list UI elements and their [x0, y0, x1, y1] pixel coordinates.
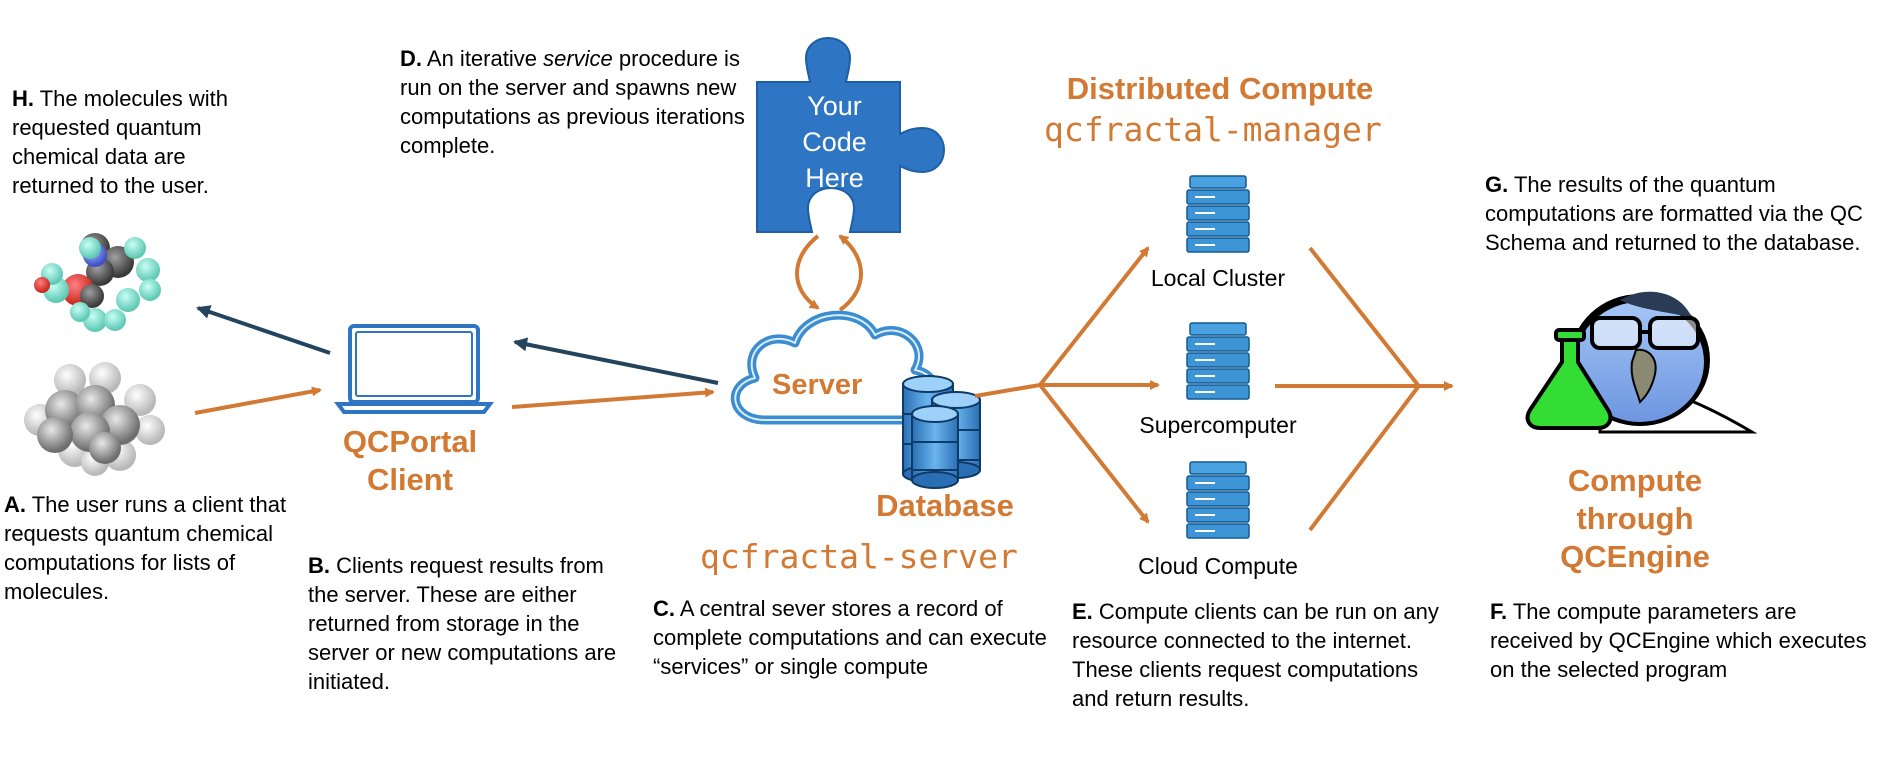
server-rack-icon	[1186, 461, 1250, 539]
return-to-user-arrow	[196, 305, 331, 355]
cloud-compute-label: Cloud Compute	[1138, 553, 1298, 579]
note-b: B. Clients request results from the serv…	[308, 553, 617, 694]
molecule-icon	[34, 233, 161, 332]
compute-through-qcengine-title: Compute through QCEngine	[1560, 463, 1710, 574]
server-rack-icon	[1186, 175, 1250, 253]
supercomputer-label: Supercomputer	[1139, 412, 1297, 438]
server-label: Server	[772, 369, 863, 401]
cloud-compute-to-engine-line	[1308, 385, 1420, 532]
qcportal-client-title: QCPortal Client	[342, 424, 478, 497]
return-to-client-arrow	[513, 337, 719, 385]
note-e: E. Compute clients can be run on any res…	[1072, 599, 1439, 711]
puzzle-caption: Your Code Here	[802, 91, 867, 193]
local-cluster-to-engine-line	[1308, 246, 1420, 387]
molecule-icon	[24, 362, 165, 476]
qcfractal-server-label: qcfractal-server	[700, 537, 1018, 576]
note-d: D. An iterative service procedure is run…	[400, 46, 745, 158]
local-cluster-label: Local Cluster	[1150, 265, 1286, 291]
puzzle-icon	[756, 36, 946, 233]
distributed-compute-title: Distributed Compute	[1066, 71, 1374, 106]
scientist-parrot-icon	[1525, 291, 1758, 434]
to-local-cluster-arrow	[1038, 246, 1150, 387]
note-f: F. The compute parameters are received b…	[1490, 599, 1867, 682]
database-title: Database	[876, 488, 1014, 523]
request-from-user-arrow	[194, 386, 322, 415]
laptop-icon	[334, 324, 494, 414]
service-loop-arrow	[795, 234, 820, 310]
database-icon	[902, 375, 981, 489]
server-rack-icon	[1186, 322, 1250, 400]
note-g: G. The results of the quantum computatio…	[1485, 172, 1863, 255]
client-to-server-arrow	[511, 387, 715, 409]
note-c: C. A central sever stores a record of co…	[653, 596, 1047, 679]
note-a: A. The user runs a client that requests …	[4, 492, 287, 604]
qcfractal-manager-label: qcfractal-manager	[1044, 110, 1382, 149]
db-connector-line	[974, 383, 1041, 398]
note-h: H. The molecules with requested quantum …	[12, 86, 229, 198]
service-loop-arrow	[838, 234, 863, 312]
to-cloud-compute-arrow	[1038, 383, 1150, 524]
